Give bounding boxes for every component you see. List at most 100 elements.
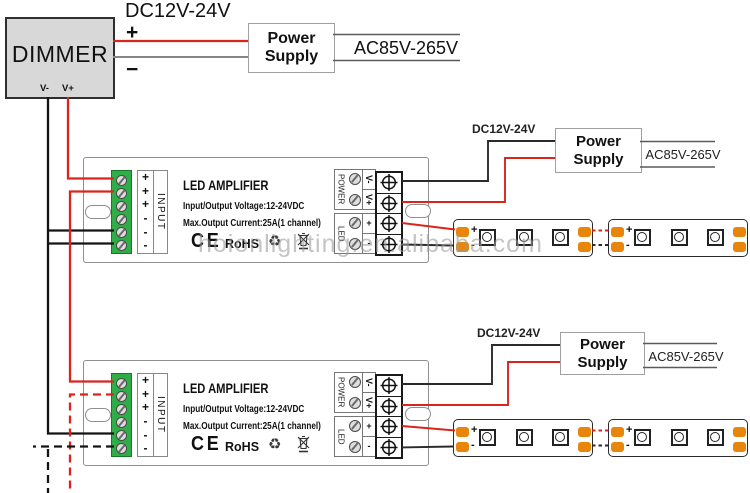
- mounting-slot: [405, 407, 431, 421]
- weee-bin-icon: [296, 435, 311, 458]
- screw-icon: [116, 391, 127, 402]
- solder-pad: [578, 242, 591, 252]
- weee-bin-icon: [296, 232, 311, 255]
- power-section-label: POWER: [336, 377, 346, 408]
- screw-icon: [116, 404, 127, 415]
- terminal-sign: +: [141, 400, 149, 415]
- dimmer-box: DIMMER V- V+: [5, 17, 115, 99]
- terminal-label-vminus: V-: [364, 174, 374, 184]
- led-strip: + -: [608, 419, 748, 457]
- terminal-sign: -: [143, 238, 148, 253]
- strip-plus-label: +: [471, 224, 478, 236]
- screw-icon: [116, 188, 127, 199]
- input-terminal-block: [111, 170, 132, 254]
- solder-pad: [456, 227, 469, 237]
- led-strip: + -: [453, 419, 593, 457]
- dimmer-title: DIMMER: [11, 41, 109, 67]
- spec-current: Max.Output Current:25A(1 channel): [183, 217, 321, 229]
- terminal-label-vplus: V+: [364, 193, 374, 205]
- terminal-sign: -: [143, 414, 148, 429]
- input-label-column: + + + - - - INPUT: [137, 373, 168, 457]
- power-supply-box: Power Supply: [248, 23, 335, 73]
- minus-symbol: −: [126, 58, 139, 81]
- recycle-icon: ♻: [268, 233, 282, 250]
- screw-terminal-icon: [377, 438, 401, 458]
- screw-icon: [116, 175, 127, 186]
- spec-voltage: Input/Output Voltage:12-24VDC: [183, 200, 305, 212]
- terminal-sign: +: [141, 183, 149, 198]
- dc-voltage-label: DC12V-24V: [472, 122, 536, 136]
- amplifier-title: LED AMPLIFIER: [183, 380, 269, 396]
- terminal-sign: -: [143, 441, 148, 456]
- strip-minus-label: -: [471, 439, 475, 451]
- ac-voltage-label: AC85V-265V: [645, 147, 721, 162]
- led-chip-icon: [671, 229, 688, 246]
- screw-icon: [349, 238, 361, 250]
- terminal-sign: +: [141, 386, 149, 401]
- led-chip-icon: [516, 429, 533, 446]
- input-label: INPUT: [155, 396, 166, 434]
- input-label: INPUT: [155, 193, 166, 231]
- led-chip-icon: [707, 429, 724, 446]
- led-strip: + -: [608, 219, 748, 257]
- terminal-label-vplus: V+: [364, 396, 374, 408]
- recycle-icon: ♻: [268, 436, 282, 453]
- screw-icon: [349, 397, 361, 409]
- strip-plus-label: +: [626, 224, 633, 236]
- power-supply-label: Power Supply: [577, 336, 628, 371]
- led-chip-icon: [479, 229, 496, 246]
- spec-current: Max.Output Current:25A(1 channel): [183, 420, 321, 432]
- led-chip-icon: [671, 429, 688, 446]
- power-supply-box: Power Supply: [560, 332, 645, 375]
- mounting-slot: [85, 205, 111, 219]
- terminal-label-plus: +: [366, 218, 372, 229]
- terminal-sign: -: [143, 427, 148, 442]
- led-chip-icon: [479, 429, 496, 446]
- led-output-section: LED + -: [334, 213, 376, 254]
- screw-icon: [116, 214, 127, 225]
- led-amplifier-2: + + + - - - INPUT LED AMPLIFIER Input/Ou…: [83, 360, 431, 466]
- input-polarity-column: + + + - - -: [138, 171, 154, 253]
- solder-pad: [578, 442, 591, 452]
- solder-pad: [578, 427, 591, 437]
- led-chip-icon: [634, 229, 651, 246]
- solder-pad: [611, 227, 624, 237]
- dc-voltage-label-top: DC12V-24V: [125, 0, 231, 22]
- ac-voltage-label: AC85V-265V: [648, 349, 724, 364]
- input-label-column: + + + - - - INPUT: [137, 170, 168, 254]
- screw-icon: [116, 378, 127, 389]
- terminal-label-minus: -: [367, 238, 371, 249]
- screw-icon: [349, 420, 361, 432]
- terminal-sign: +: [141, 373, 149, 387]
- terminal-label-minus: -: [367, 441, 371, 452]
- mounting-slot: [405, 204, 431, 218]
- terminal-sign: +: [141, 197, 149, 212]
- screw-icon: [116, 430, 127, 441]
- screw-icon: [116, 443, 127, 454]
- input-terminal-block: [111, 373, 132, 457]
- led-chip-icon: [707, 229, 724, 246]
- ce-mark: CE: [191, 433, 222, 455]
- led-amplifier-1: + + + - - - INPUT LED AMPLIFIER Input/Ou…: [83, 157, 431, 263]
- led-chip-icon: [516, 229, 533, 246]
- screw-icon: [349, 376, 361, 388]
- power-section-label: POWER: [336, 174, 346, 205]
- screw-icon: [116, 201, 127, 212]
- led-section-label: LED: [336, 225, 346, 242]
- screw-icon: [349, 441, 361, 453]
- led-chip-icon: [634, 429, 651, 446]
- solder-pad: [733, 442, 746, 452]
- solder-pad: [611, 242, 624, 252]
- power-output-section: POWER V- V+: [334, 169, 376, 210]
- amplifier-title: LED AMPLIFIER: [183, 177, 269, 193]
- strip-plus-label: +: [471, 424, 478, 436]
- screw-terminal-icon: [377, 376, 401, 397]
- screw-icon: [116, 240, 127, 251]
- plus-symbol: +: [126, 21, 139, 44]
- terminal-sign: -: [143, 224, 148, 239]
- ac-voltage-label: AC85V-265V: [353, 38, 459, 58]
- screw-terminal-icon: [377, 417, 401, 438]
- solder-pad: [578, 227, 591, 237]
- solder-pad: [456, 427, 469, 437]
